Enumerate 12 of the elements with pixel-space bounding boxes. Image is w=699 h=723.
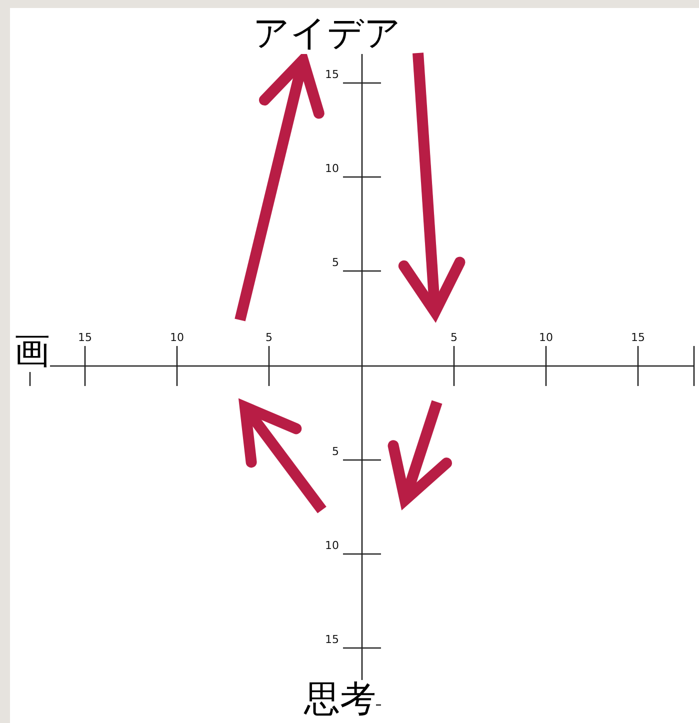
- tick-label: 10: [325, 163, 339, 175]
- tick-label: 15: [631, 332, 645, 344]
- tick-label: 5: [266, 332, 272, 344]
- tick-label: 5: [332, 446, 339, 458]
- tick-label: 10: [325, 540, 339, 552]
- tick-label: 15: [325, 69, 339, 81]
- tick-label: 5: [332, 257, 339, 269]
- tick-label: 15: [325, 634, 339, 646]
- tick-label: 10: [539, 332, 553, 344]
- tick-label: 15: [78, 332, 92, 344]
- tick-label: 10: [170, 332, 184, 344]
- tick-label: 5: [450, 332, 458, 344]
